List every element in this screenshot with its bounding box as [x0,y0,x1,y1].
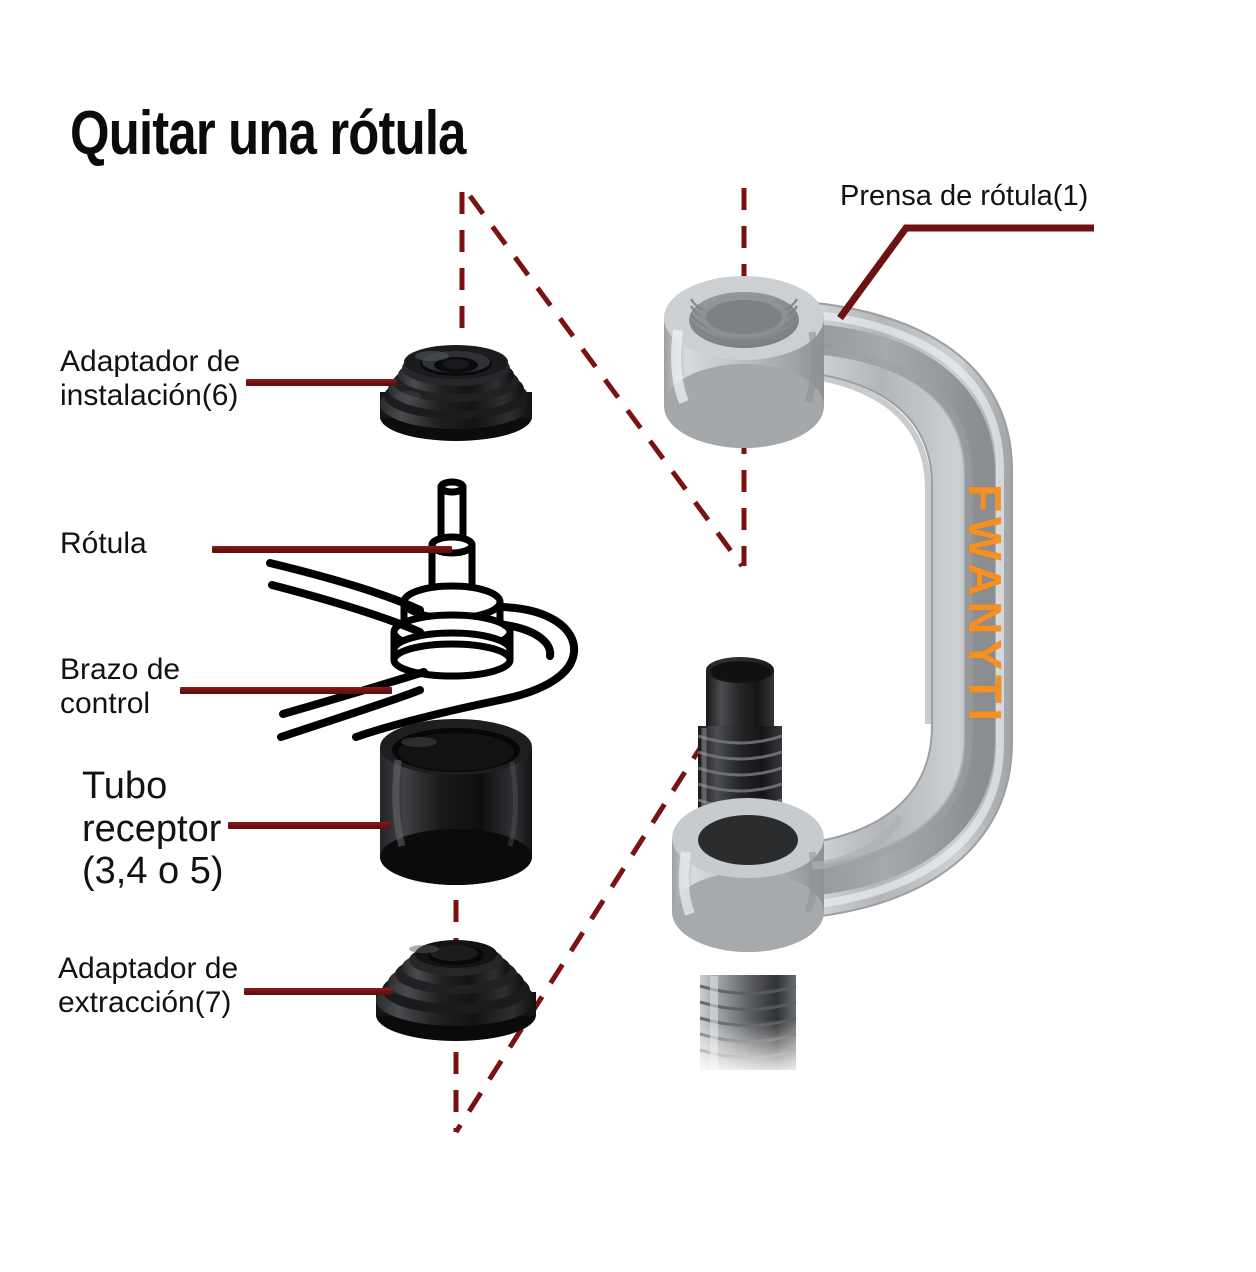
guide-diagonal-lower [453,674,749,1134]
part-removal-adapter [376,940,536,1041]
part-ball-joint [390,478,514,680]
leader-control-arm [180,687,392,694]
leader-press [837,224,1094,321]
label-removal-adapter: Adaptador de extracción(7) [58,952,239,1019]
leader-ball-joint [212,546,452,553]
leader-receiver-tube [228,822,390,829]
part-installation-adapter [380,345,532,441]
part-control-arm [266,559,579,741]
leader-removal-adapter [244,988,392,995]
press-screw-upper [697,657,783,878]
press-screw-lower [699,975,797,1070]
label-installation-adapter: Adaptador de instalación(6) [60,345,241,412]
page-title: Quitar una rótula [70,99,466,168]
label-control-arm: Brazo de control [60,653,181,720]
label-receiver-tube: Tubo receptor (3,4 o 5) [82,765,224,893]
press-top-boss [664,276,824,448]
label-ball-joint: Rótula [60,527,147,560]
brand-logo-text: FWANYTI [959,484,1011,726]
leader-lines [837,224,1094,321]
guide-diagonal-upper [467,194,745,568]
press-bottom-boss [672,798,824,952]
leader-installation-adapter [246,379,396,386]
part-receiver-tube [380,719,532,885]
label-press: Prensa de rótula(1) [840,180,1089,212]
assembly-guide-lines [453,188,749,1134]
